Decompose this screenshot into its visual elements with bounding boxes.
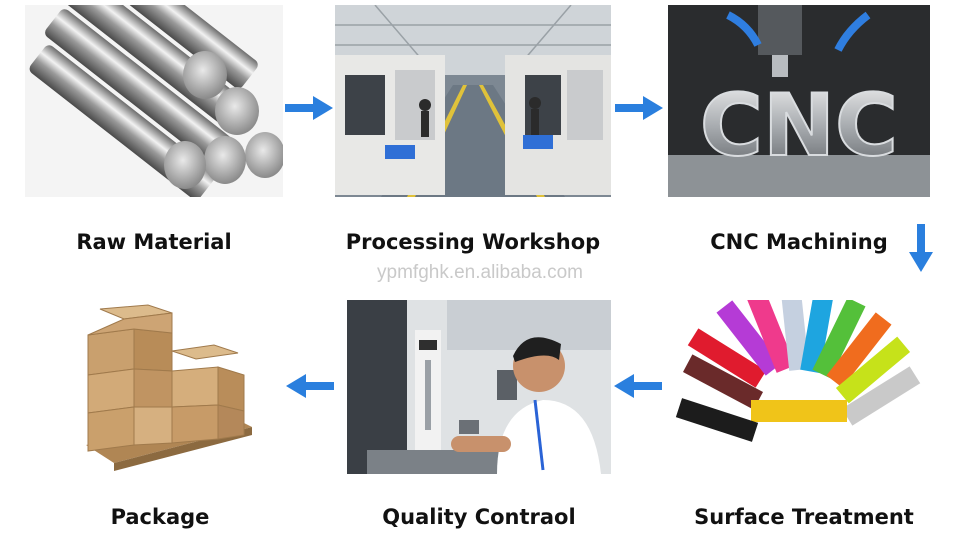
- step-label-cnc-machining: CNC Machining: [668, 230, 930, 254]
- arrow-left-icon: [614, 374, 662, 398]
- step-label-surface-treatment: Surface Treatment: [673, 505, 935, 529]
- step-label-processing-workshop: Processing Workshop: [335, 230, 611, 254]
- arrow-right-icon: [285, 96, 333, 120]
- raw-material-image: [25, 5, 283, 197]
- arrow-down-icon: [909, 224, 933, 272]
- step-label-raw-material: Raw Material: [25, 230, 283, 254]
- step-label-package: Package: [38, 505, 282, 529]
- arrow-left-icon: [286, 374, 334, 398]
- watermark: ypmfghk.en.alibaba.com: [350, 262, 610, 284]
- quality-control-image: [347, 300, 611, 474]
- cnc-letters: CNC: [700, 76, 898, 176]
- surface-treatment-image: [673, 300, 931, 472]
- package-image: [38, 295, 282, 475]
- step-label-quality-control: Quality Contraol: [347, 505, 611, 529]
- arrow-right-icon: [615, 96, 663, 120]
- cnc-machining-image: CNC: [668, 5, 930, 197]
- processing-workshop-image: [335, 5, 611, 197]
